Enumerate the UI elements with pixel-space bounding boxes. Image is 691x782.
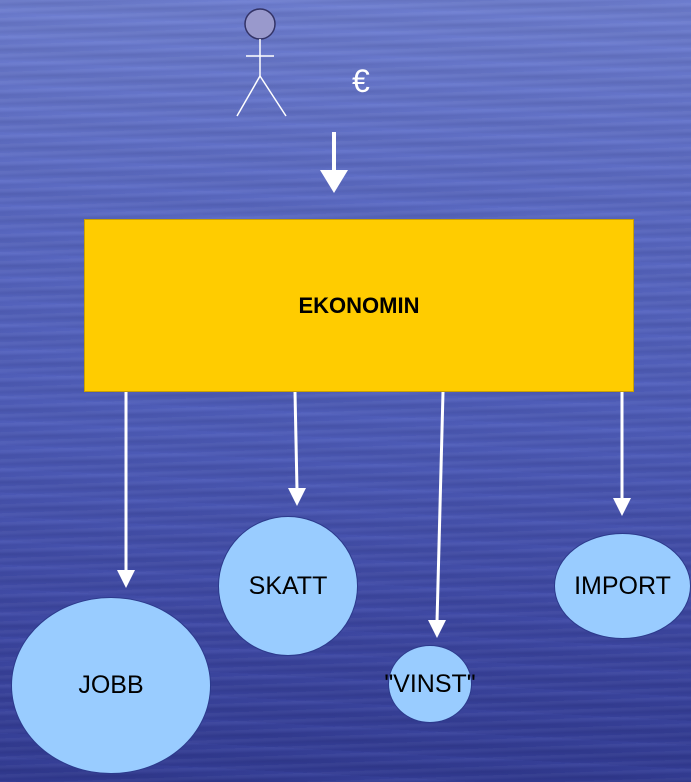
- arrow-to-import: [613, 392, 631, 516]
- stick-figure-icon: [236, 8, 287, 117]
- node-vinst: "VINST": [384, 645, 476, 723]
- arrow-to-skatt: [288, 391, 306, 506]
- euro-symbol: €: [352, 63, 370, 99]
- arrow-into-economy: [320, 132, 348, 193]
- node-jobb: JOBB: [11, 597, 211, 774]
- node-skatt: SKATT: [218, 516, 358, 656]
- arrow-to-vinst: [428, 391, 446, 638]
- node-skatt-label: SKATT: [248, 571, 328, 600]
- node-jobb-label: JOBB: [78, 671, 144, 699]
- node-import: IMPORT: [554, 533, 691, 639]
- arrow-to-jobb: [117, 392, 135, 588]
- node-import-label: IMPORT: [574, 571, 671, 600]
- economy-box: EKONOMIN: [84, 219, 634, 392]
- node-vinst-label: "VINST": [384, 669, 476, 698]
